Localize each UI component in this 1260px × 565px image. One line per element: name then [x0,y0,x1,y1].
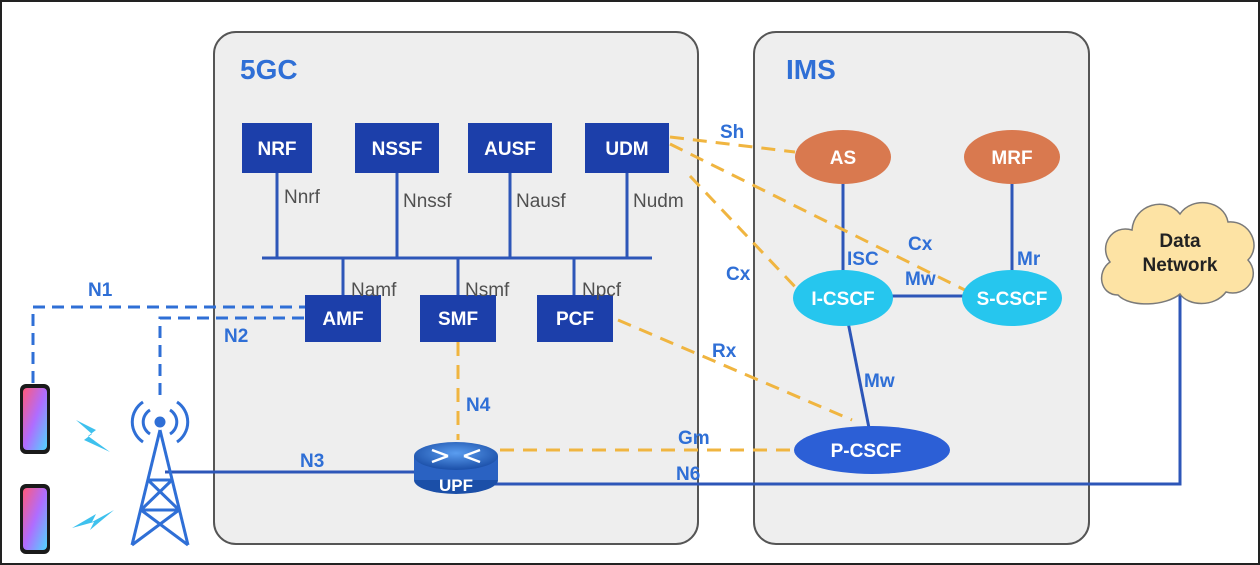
svg-text:SMF: SMF [438,309,478,330]
cell-tower-icon [130,400,190,547]
svg-text:Network: Network [1143,255,1218,276]
pcscf-node: P-CSCF [794,426,950,474]
mw-horizontal-label: Mw [905,269,936,290]
nsmf-label: Nsmf [465,280,510,301]
data-network-cloud: Data Network [1100,201,1255,305]
wireless-signal-1-icon [76,420,110,452]
isc-label: ISC [847,249,879,270]
n3-label: N3 [300,451,324,472]
svg-text:I-CSCF: I-CSCF [811,289,874,310]
svg-text:NSSF: NSSF [372,139,423,160]
mw-vertical-link [846,321,871,429]
smf-box: SMF [420,295,496,342]
n6-link [495,295,1182,486]
icscf-node: I-CSCF [793,270,893,326]
n2-link [158,316,305,395]
upf-router: UPF [414,442,498,495]
phone-2-icon [20,484,50,554]
n1-label: N1 [88,280,113,301]
nssf-box: NSSF [355,123,439,173]
nrf-box: NRF [242,123,312,173]
mrf-node: MRF [964,130,1060,184]
scscf-node: S-CSCF [962,270,1062,326]
namf-label: Namf [351,280,397,301]
ausf-box: AUSF [468,123,552,173]
phone-1-icon [20,384,50,454]
mw-vertical-label: Mw [864,371,895,392]
rx-link [617,318,853,422]
npcf-label: Npcf [582,280,622,301]
cx-top-label: Cx [908,234,933,255]
n2-label: N2 [224,326,248,347]
svg-text:P-CSCF: P-CSCF [831,441,902,462]
sh-link [669,135,796,154]
svg-text:MRF: MRF [991,148,1032,169]
udm-box: UDM [585,123,669,173]
svg-text:PCF: PCF [556,309,594,330]
svg-text:S-CSCF: S-CSCF [977,289,1048,310]
n1-link [31,305,305,383]
svg-text:Data: Data [1159,231,1201,252]
mr-label: Mr [1017,249,1041,270]
nudm-label: Nudm [633,191,684,212]
cx-icscf-link [688,174,802,294]
zone-ims-title: IMS [786,54,836,85]
cx-scscf-link [669,142,976,297]
svg-text:AMF: AMF [322,309,363,330]
svg-text:UDM: UDM [605,139,648,160]
n4-label: N4 [466,395,491,416]
rx-label: Rx [712,341,737,362]
nnssf-label: Nnssf [403,191,452,212]
gm-label: Gm [678,428,710,449]
router-arrows-icon [431,448,481,464]
svg-text:NRF: NRF [257,139,296,160]
nnrf-label: Nnrf [284,187,321,208]
zone-5gc [213,31,699,545]
nausf-label: Nausf [516,191,566,212]
svg-text:UPF: UPF [439,476,473,495]
svg-text:AS: AS [830,148,856,169]
n6-label: N6 [676,464,700,485]
pcf-box: PCF [537,295,613,342]
wireless-signal-2-icon [72,510,114,530]
zone-5gc-title: 5GC [240,54,298,85]
svg-text:AUSF: AUSF [484,139,536,160]
as-node: AS [795,130,891,184]
sh-label: Sh [720,122,744,143]
amf-box: AMF [305,295,381,342]
cx-left-label: Cx [726,264,751,285]
